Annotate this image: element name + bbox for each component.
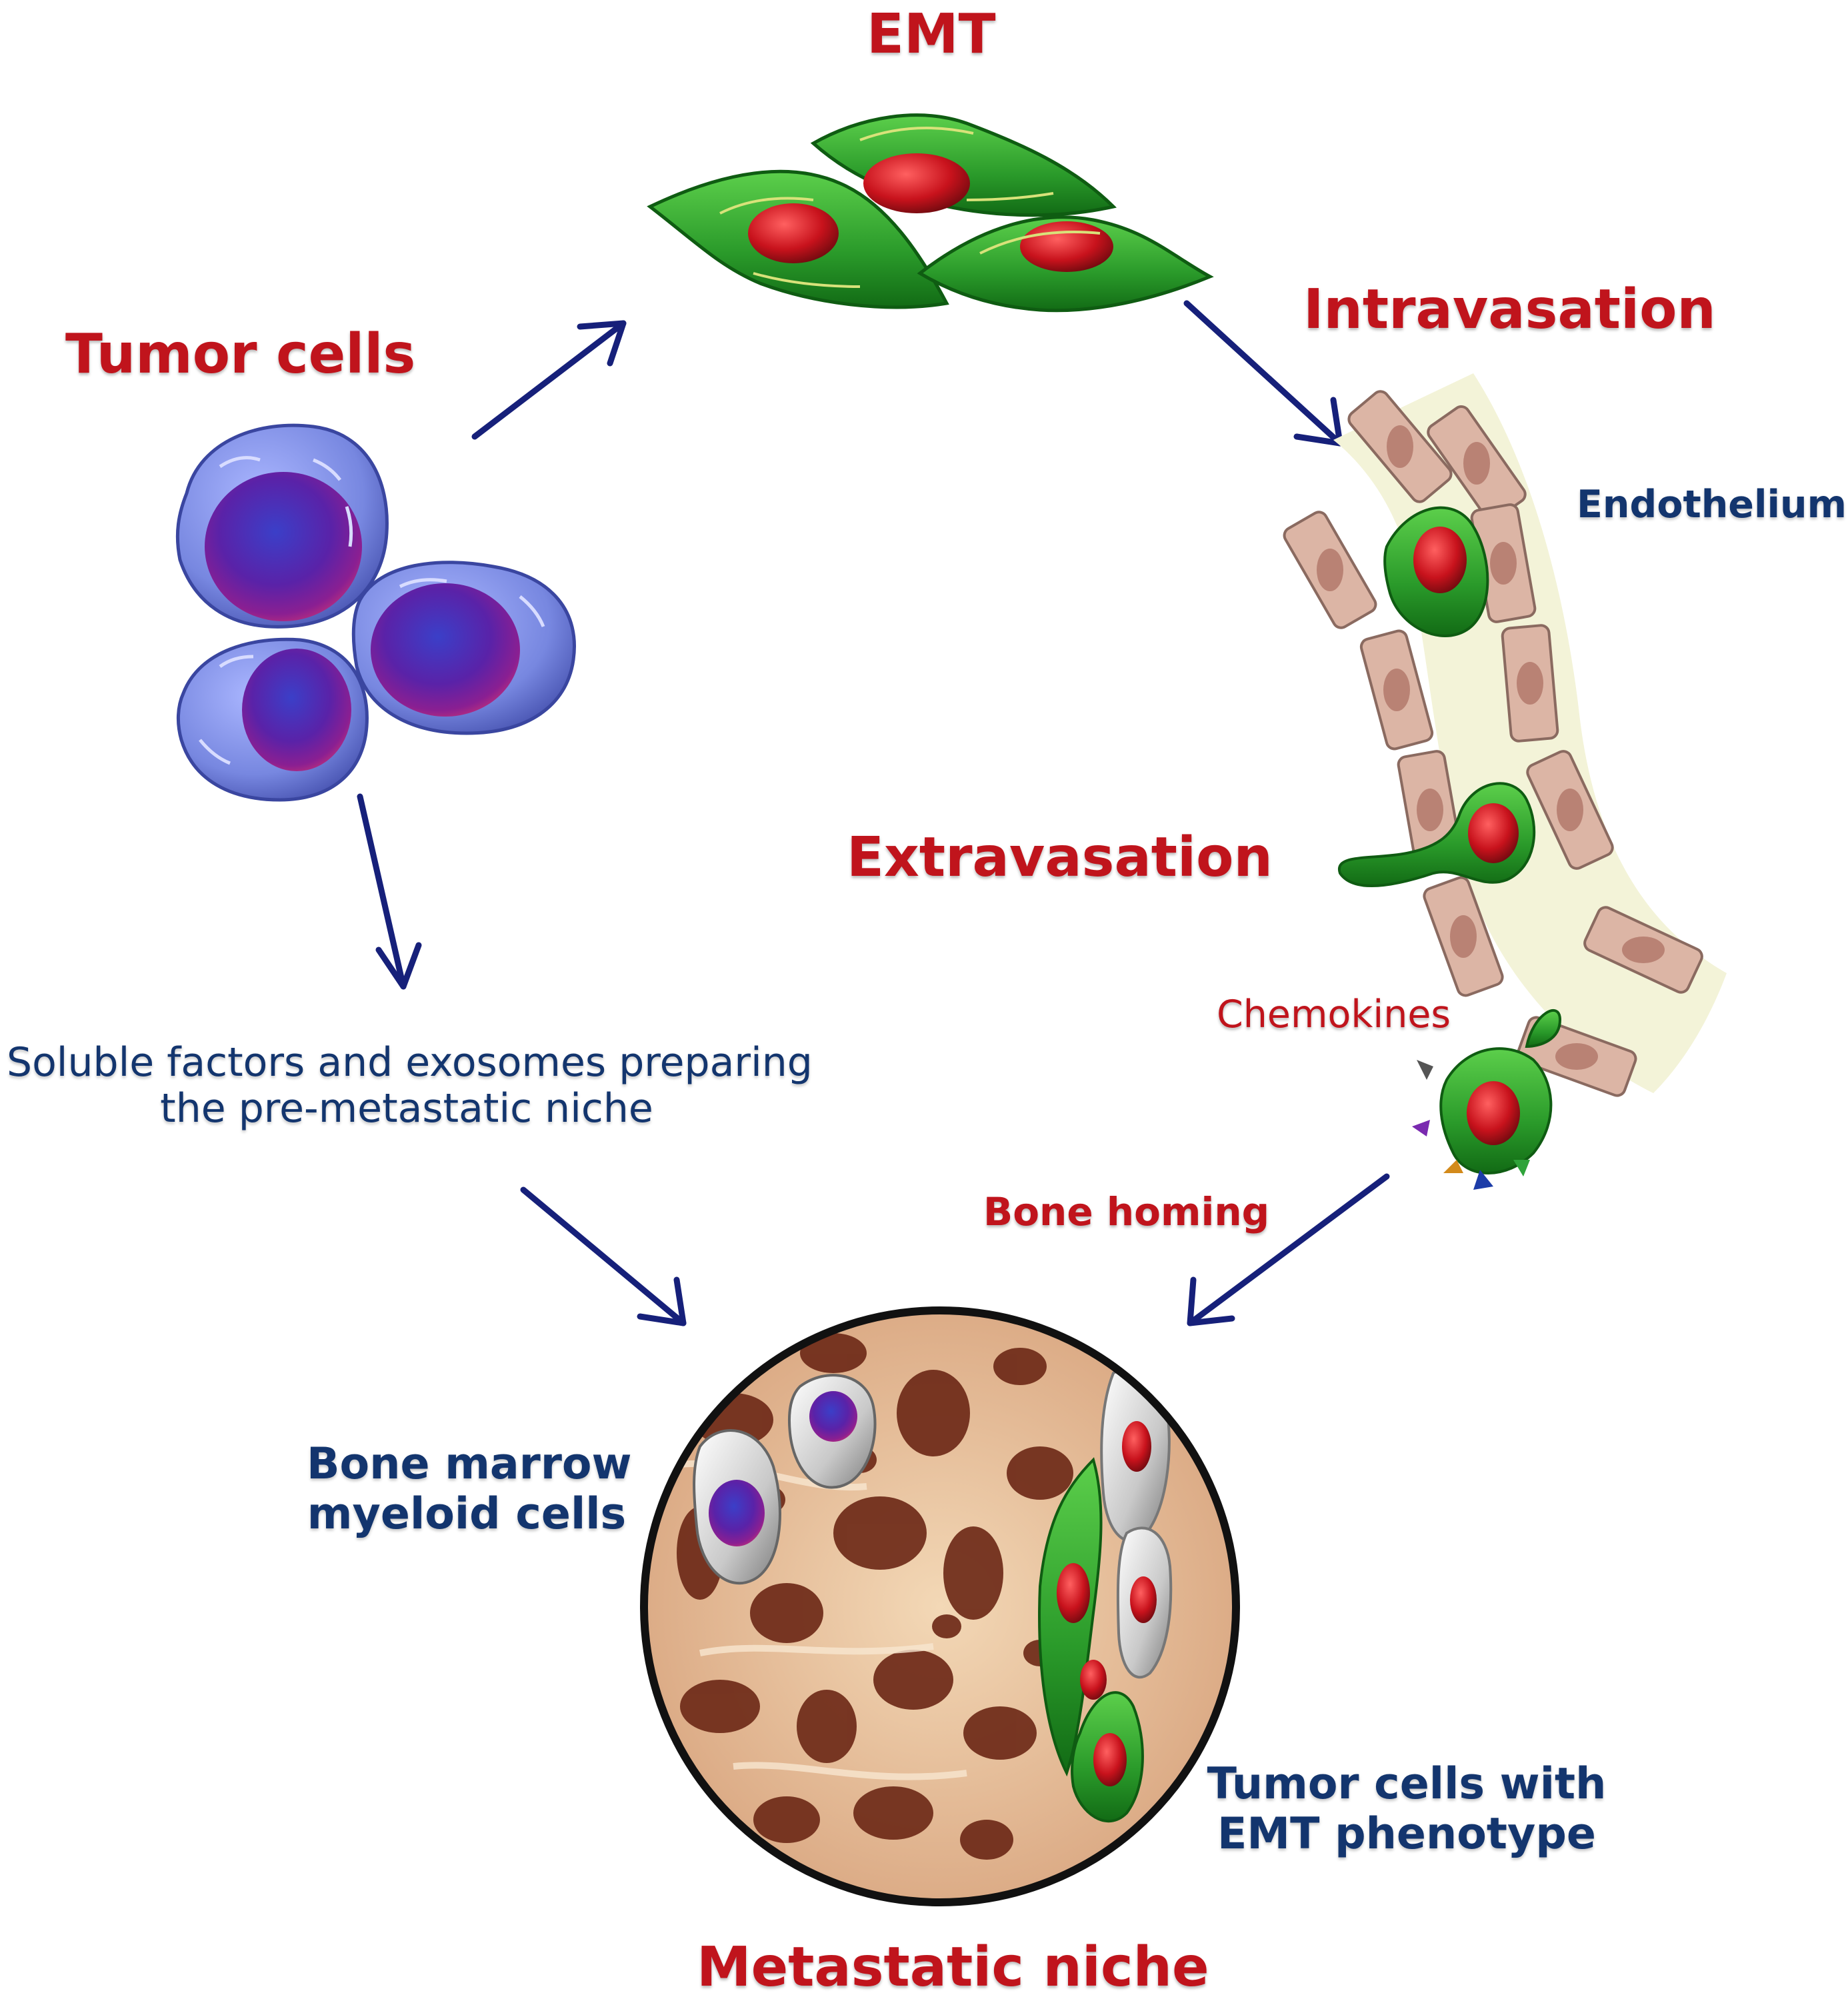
circulating-tumor-cell: [1337, 782, 1536, 887]
niche-emt-cells: [1038, 1366, 1173, 1823]
label-bone-marrow-myeloid: Bone marrow myeloid cells: [307, 1439, 632, 1540]
emt-cell: [647, 169, 949, 309]
emt-cells-illustration: [647, 113, 1214, 313]
myeloid-cell: [787, 1374, 877, 1489]
label-metastatic-niche: Metastatic niche: [697, 1936, 1209, 1999]
emt-cell: [810, 113, 1117, 217]
label-soluble-factors-line2: the pre-metastatic niche: [160, 1085, 653, 1132]
label-soluble-factors: Soluble factors and exosomes preparing t…: [7, 1039, 813, 1132]
label-tumor-emt-line1: Tumor cells with: [1207, 1759, 1607, 1809]
arrow-tumor-to-emt: [471, 320, 627, 440]
label-bone-marrow-line1: Bone marrow: [307, 1439, 632, 1489]
label-soluble-factors-line1: Soluble factors and exosomes preparing: [7, 1039, 813, 1086]
arrow-tumor-to-soluble: [357, 793, 422, 990]
tumor-cells-illustration: [175, 423, 576, 802]
label-chemokines: Chemokines: [1217, 993, 1451, 1036]
label-intravasation: Intravasation: [1303, 278, 1716, 341]
tumor-cell: [351, 561, 576, 735]
label-endothelium: Endothelium: [1577, 483, 1847, 527]
arrow-homing-to-niche: [1187, 1173, 1390, 1326]
label-extravasation: Extravasation: [847, 826, 1273, 889]
tumor-cell: [175, 423, 389, 629]
label-emt: EMT: [867, 3, 996, 66]
arrow-soluble-to-niche: [520, 1186, 687, 1326]
emt-cell: [917, 215, 1214, 313]
tumor-cell: [176, 637, 369, 802]
label-tumor-cells: Tumor cells: [65, 323, 416, 386]
label-bone-homing: Bone homing: [983, 1189, 1270, 1234]
label-bone-marrow-line2: myeloid cells: [307, 1488, 627, 1539]
myeloid-cell: [693, 1429, 781, 1585]
metastatic-niche-illustration: [640, 1306, 1240, 1906]
blood-vessel-illustration: [1283, 373, 1727, 1190]
label-tumor-cells-emt: Tumor cells with EMT phenotype: [1207, 1759, 1607, 1860]
label-tumor-emt-line2: EMT phenotype: [1217, 1808, 1596, 1859]
circulating-tumor-cell: [1383, 506, 1489, 637]
homing-tumor-cell: [1412, 1008, 1562, 1190]
